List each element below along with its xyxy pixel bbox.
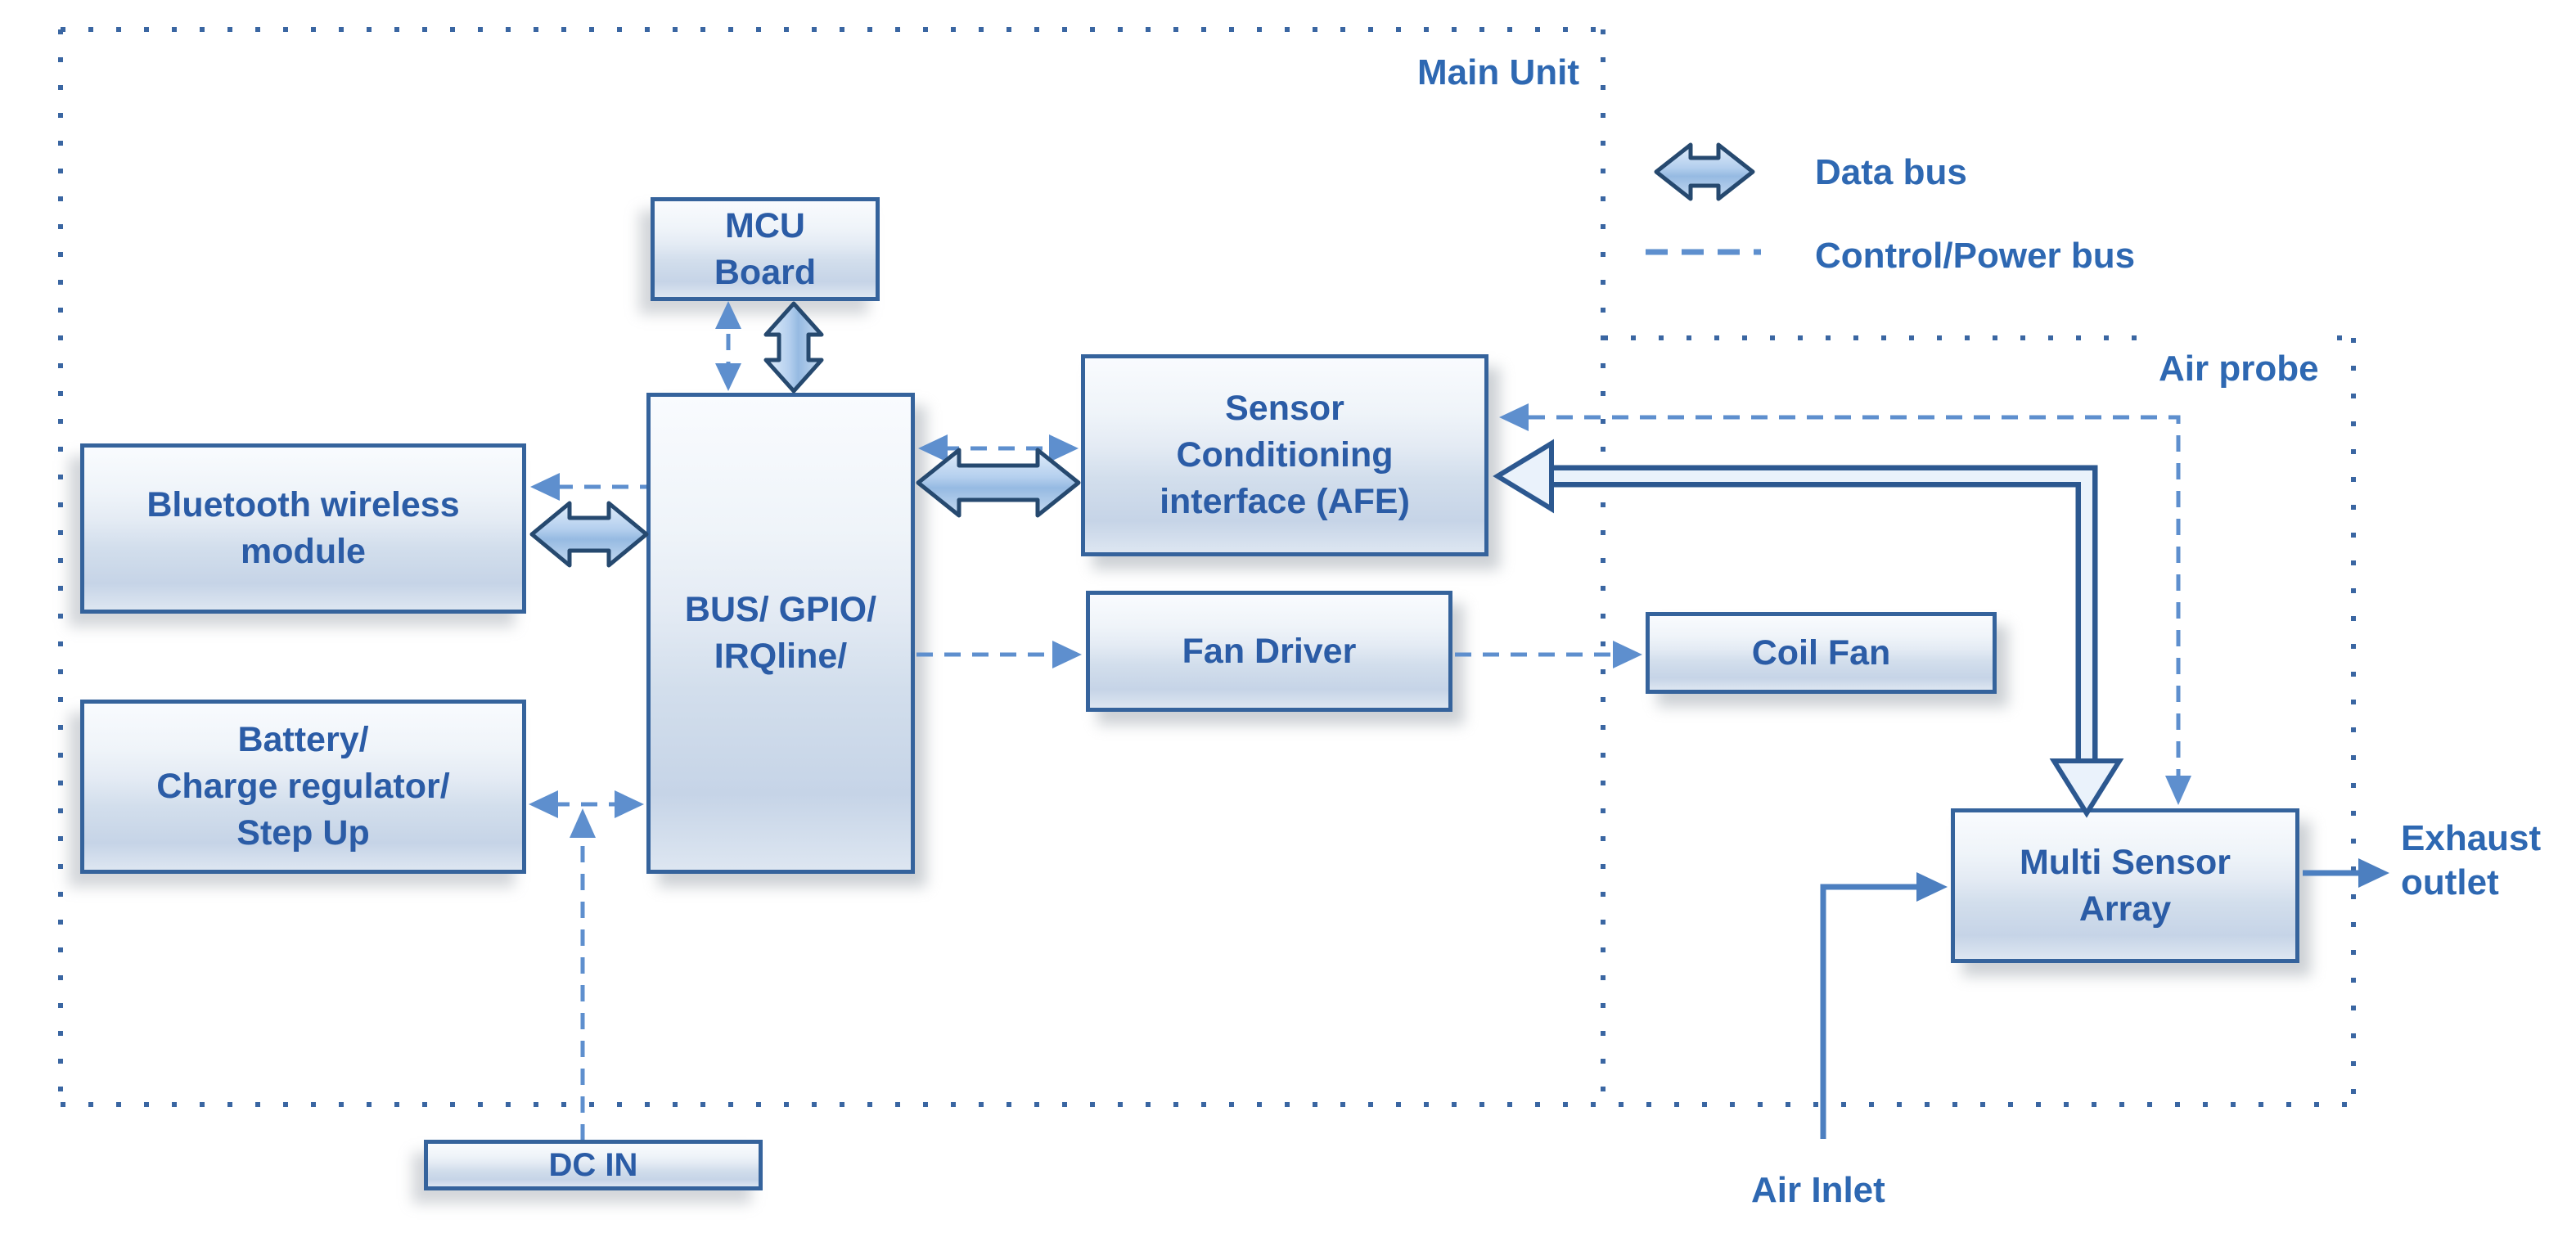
arrowhead-left-icon — [918, 434, 948, 462]
block-label: Array — [2078, 889, 2172, 929]
port-label-air-inlet: Air Inlet — [1751, 1170, 1885, 1210]
block-label: Battery/ — [237, 720, 369, 759]
air-inlet-line — [1820, 884, 1921, 1139]
block-label: BUS/ GPIO/ — [684, 590, 877, 629]
block-label: module — [241, 532, 366, 571]
block-label: Bluetooth wireless — [146, 485, 460, 524]
block-bus-gpio-irqline: BUS/ GPIO/ IRQline/ — [646, 393, 915, 874]
block-label: Coil Fan — [1751, 632, 1891, 673]
block-label: Multi Sensor — [2019, 842, 2231, 882]
arrowhead-left-icon — [530, 473, 560, 501]
block-dc-in: DC IN — [424, 1140, 763, 1190]
block-label: Step Up — [236, 813, 370, 853]
arrowhead-right-icon — [1049, 434, 1079, 462]
block-coil-fan: Coil Fan — [1646, 612, 1997, 694]
arrowhead-up-icon — [570, 808, 596, 838]
region-label-main-unit: Main Unit — [1417, 52, 1579, 92]
port-label-exhaust-outlet: Exhaust outlet — [2401, 818, 2542, 902]
arrowhead-left-icon — [529, 790, 558, 818]
block-mcu-board: MCU Board — [651, 197, 880, 301]
block-sensor-conditioning-interface: Sensor Conditioning interface (AFE) — [1081, 354, 1488, 556]
block-label: DC IN — [548, 1147, 638, 1183]
block-fan-driver: Fan Driver — [1086, 591, 1452, 712]
data-bus-arrow-bluetooth-bus — [529, 501, 649, 568]
legend-label-data-bus: Data bus — [1815, 152, 1967, 192]
block-label: Sensor — [1225, 389, 1344, 428]
block-label: interface (AFE) — [1160, 482, 1410, 521]
arrowhead-right-icon — [2358, 858, 2389, 888]
air-probe-dotted-border — [1603, 335, 2356, 1105]
arrowhead-left-icon — [1499, 403, 1529, 431]
arrowhead-right-icon — [1613, 641, 1642, 668]
block-label: Charge regulator/ — [156, 767, 450, 806]
legend-data-bus-arrow-icon — [1654, 142, 1755, 201]
block-battery-charge-regulator: Battery/ Charge regulator/ Step Up — [80, 700, 526, 874]
block-label: Board — [714, 252, 817, 292]
block-label: MCU — [725, 205, 805, 245]
block-label: Fan Driver — [1182, 631, 1357, 671]
control-bus-afe-to-multi-sensor-dashed — [1529, 415, 2181, 779]
arrowhead-up-icon — [715, 301, 741, 329]
block-label: Conditioning — [1176, 435, 1394, 475]
block-label: IRQline/ — [714, 637, 848, 676]
arrowhead-right-icon — [615, 790, 644, 818]
legend-label-control-power-bus: Control/Power bus — [1815, 236, 2136, 276]
data-bus-arrow-bus-afe — [916, 448, 1081, 518]
block-multi-sensor-array: Multi Sensor Array — [1951, 808, 2299, 963]
data-bus-arrow-mcu-bus — [763, 301, 824, 394]
arrowhead-right-icon — [1916, 872, 1948, 902]
region-label-air-probe: Air probe — [2159, 349, 2319, 389]
block-bluetooth-wireless-module: Bluetooth wireless module — [80, 443, 526, 614]
arrowhead-down-icon — [715, 363, 741, 391]
arrowhead-right-icon — [1052, 641, 1082, 668]
arrowhead-down-icon — [2165, 776, 2191, 805]
